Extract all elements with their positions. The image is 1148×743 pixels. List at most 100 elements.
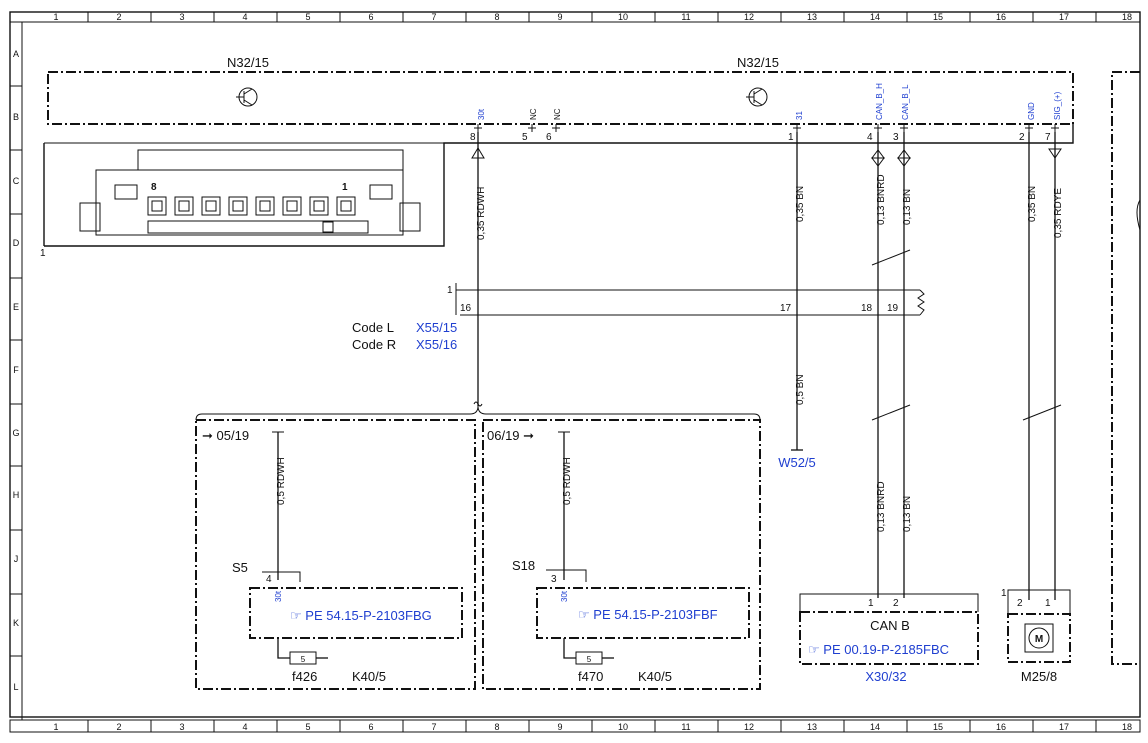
grid-row-label: D bbox=[13, 238, 20, 248]
svg-text:M: M bbox=[1035, 634, 1043, 645]
svg-text:2: 2 bbox=[1017, 598, 1023, 609]
grid-row-label: A bbox=[13, 49, 19, 59]
grid-column-label: 11 bbox=[681, 12, 690, 22]
grid-row-label: B bbox=[13, 112, 19, 122]
transistor-icon bbox=[746, 87, 768, 107]
grid-column-label: 5 bbox=[305, 722, 310, 732]
grid-column-label: 3 bbox=[179, 722, 184, 732]
splice-label: S18 bbox=[512, 558, 535, 573]
grid-column-label: 14 bbox=[870, 722, 880, 732]
svg-text:1: 1 bbox=[1001, 588, 1007, 599]
variant-date: ➞ 05/19 bbox=[202, 428, 249, 443]
arrow-up-icon bbox=[471, 147, 485, 159]
svg-text:17: 17 bbox=[780, 303, 792, 314]
grid-column-label: 17 bbox=[1059, 722, 1069, 732]
wire-label: 0,5 RDWH bbox=[276, 457, 287, 505]
grid-column-label: 10 bbox=[618, 12, 628, 22]
grid-column-label: 16 bbox=[996, 12, 1006, 22]
grid-column-label: 7 bbox=[431, 12, 436, 22]
svg-text:5: 5 bbox=[301, 655, 306, 664]
connector-pin-left: 8 bbox=[151, 182, 157, 193]
wire-label: 0,13 BN bbox=[902, 496, 913, 532]
grid-column-label: 7 bbox=[431, 722, 436, 732]
grid-column-label: 13 bbox=[807, 12, 817, 22]
pin-number: 1 bbox=[788, 132, 794, 143]
grid-rows bbox=[10, 85, 22, 657]
transistor-icon bbox=[236, 87, 258, 107]
code-l-ref: X55/15 bbox=[416, 320, 457, 335]
grid-column-label: 4 bbox=[242, 12, 247, 22]
svg-text:1: 1 bbox=[1045, 598, 1051, 609]
code-r-label: Code R bbox=[352, 337, 396, 352]
svg-text:16: 16 bbox=[460, 303, 472, 314]
svg-text:30t: 30t bbox=[560, 590, 569, 602]
pin-signal: 30t bbox=[477, 108, 486, 120]
module-pins: 8 30t 5 NC 6 NC 1 31 4 CAN_B_H 3 CAN_B_L… bbox=[470, 83, 1062, 143]
pin-number: 5 bbox=[522, 132, 528, 143]
grid-row-label: C bbox=[13, 176, 20, 186]
twisted-pair-icon bbox=[1022, 404, 1062, 421]
grid-column-label: 2 bbox=[116, 722, 121, 732]
grid-column-label: 1 bbox=[53, 12, 58, 22]
splice-label: S5 bbox=[232, 560, 248, 575]
grid-column-label: 9 bbox=[557, 12, 562, 22]
module-label-right: N32/15 bbox=[737, 55, 779, 70]
bidirectional-arrow-icon bbox=[871, 149, 911, 167]
grid-column-label: 8 bbox=[494, 722, 499, 732]
pin-signal: NC bbox=[529, 108, 538, 120]
twisted-pair-icon bbox=[871, 249, 911, 266]
pin-signal: 31 bbox=[795, 111, 804, 120]
grid-column-label: 12 bbox=[744, 722, 754, 732]
variant-date: 06/19 ➞ bbox=[487, 428, 534, 443]
doc-ref-link[interactable]: ☞ PE 00.19-P-2185FBC bbox=[808, 642, 949, 657]
pin-signal: GND bbox=[1027, 102, 1036, 120]
wire-label: 0,35 RDWH bbox=[476, 187, 487, 240]
variant-block-left: ➞ 05/19 0,5 RDWH S5 4 30t ☞ PE 54.15-P-2… bbox=[195, 419, 476, 690]
svg-text:18: 18 bbox=[861, 303, 873, 314]
fuse-label: f470 bbox=[578, 669, 603, 684]
grid-row-label: E bbox=[13, 302, 19, 312]
grid-column-label: 14 bbox=[870, 12, 880, 22]
connector-housing: 8 1 bbox=[79, 149, 421, 236]
can-label: CAN B bbox=[870, 618, 910, 633]
wire-label: 0,5 BN bbox=[795, 374, 806, 405]
doc-ref-link[interactable]: ☞ PE 54.15-P-2103FBG bbox=[290, 608, 432, 623]
pin-signal: SIG_(+) bbox=[1053, 91, 1062, 120]
code-r-ref: X55/16 bbox=[416, 337, 457, 352]
code-l-label: Code L bbox=[352, 320, 394, 335]
pin-number: 2 bbox=[1019, 132, 1025, 143]
can-block: 1 2 CAN B ☞ PE 00.19-P-2185FBC X30/32 bbox=[799, 593, 979, 684]
grid-column-label: 15 bbox=[933, 722, 943, 732]
doc-ref-link[interactable]: ☞ PE 54.15-P-2103FBF bbox=[578, 607, 718, 622]
grid-row-label: G bbox=[12, 428, 19, 438]
connector-ref: 1 bbox=[40, 248, 46, 259]
grid-column-label: 6 bbox=[368, 12, 373, 22]
grid-row-label: L bbox=[13, 682, 18, 692]
svg-text:3: 3 bbox=[551, 574, 557, 585]
motor-block: 1 2 1 M M25/8 bbox=[1001, 588, 1071, 684]
ground-ref: W52/5 bbox=[778, 455, 816, 470]
wire-label: 0,13 BN bbox=[902, 189, 913, 225]
wire-label: 0,13 BNRD bbox=[876, 481, 887, 532]
wire-label: 0,35 RDYE bbox=[1053, 188, 1064, 238]
variant-block-mid: 06/19 ➞ 0,5 RDWH S18 3 30t ☞ PE 54.15-P-… bbox=[482, 419, 761, 690]
grid-column-label: 18 bbox=[1122, 722, 1132, 732]
pin-number: 7 bbox=[1045, 132, 1051, 143]
svg-text:1: 1 bbox=[868, 598, 874, 609]
grid-columns bbox=[87, 12, 1097, 732]
svg-text:1: 1 bbox=[447, 285, 453, 296]
wire-label: 0,35 BN bbox=[795, 186, 806, 222]
grid-column-label: 3 bbox=[179, 12, 184, 22]
connector-pin-right: 1 bbox=[342, 182, 348, 193]
grid-column-label: 6 bbox=[368, 722, 373, 732]
connector-frame bbox=[44, 124, 1074, 247]
variant-bracket bbox=[195, 405, 761, 421]
module-label-left: N32/15 bbox=[227, 55, 269, 70]
grid-column-label: 1 bbox=[53, 722, 58, 732]
grid-row-label: H bbox=[13, 490, 20, 500]
grid-column-label: 13 bbox=[807, 722, 817, 732]
twisted-pair-icon bbox=[871, 404, 911, 421]
